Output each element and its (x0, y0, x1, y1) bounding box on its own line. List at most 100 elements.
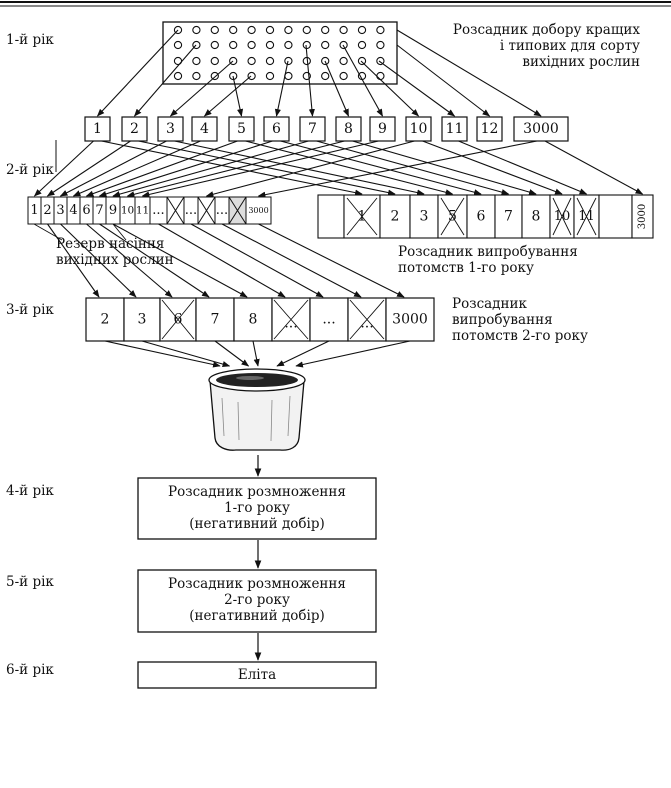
row1-box (513, 116, 569, 142)
reserve-cell-label: 4 (69, 203, 77, 218)
reserve-cell-label: ... (216, 203, 228, 218)
row1-box-label: 1 (93, 121, 102, 137)
reserve-cell-label: 10 (121, 205, 134, 217)
plant-dot (173, 71, 183, 81)
plant-dot (192, 25, 201, 35)
row1-box (405, 116, 432, 142)
arrow-row1-to-trial1 (352, 140, 537, 196)
trial1-caption: Розсадник випробування потомств 1-го рок… (398, 244, 638, 276)
mult1-text: Розсадник розмноження 1-го року (негатив… (138, 484, 376, 532)
trial1-cross-mark (440, 197, 465, 236)
year-4-label: 4-й рік (6, 483, 54, 499)
trial2-cell (123, 297, 161, 342)
plant-dot (321, 71, 330, 81)
trial2-cross-mark (161, 299, 195, 340)
trial1-cell-label: 5 (448, 209, 457, 225)
plant-dot (247, 25, 256, 35)
arrow-plant-to-box (305, 44, 315, 117)
trial2-cell-label: ... (360, 316, 373, 332)
reserve-cross-mark (228, 196, 247, 225)
arrow-plant-to-box (396, 29, 542, 117)
trial2-cell-label: 3 (138, 312, 147, 328)
row1-box (441, 116, 468, 142)
reserve-caption-line-2: вихідних рослин (56, 252, 174, 268)
row1-box-label: 8 (344, 121, 353, 137)
arrow-row1-to-reserve (85, 140, 238, 197)
reserve-cell-label: 3000 (248, 206, 268, 215)
row1-box-label: 3 (166, 121, 175, 137)
mult2-box (137, 569, 377, 633)
arrow-row1-to-reserve (141, 140, 379, 198)
arrow-row1-to-trial1 (101, 140, 363, 196)
plant-dot (376, 40, 385, 50)
arrow-row1-to-reserve (257, 140, 538, 198)
nursery1-caption: Розсадник добору кращих і типових для со… (400, 22, 640, 70)
arrows-grid-to-row1 (96, 29, 542, 117)
mult2-text: Розсадник розмноження 2-го року (негатив… (138, 576, 376, 624)
plant-dot (284, 40, 293, 50)
arrow-reserve-to-trial2 (258, 223, 405, 298)
arrow-row1-to-trial1 (174, 140, 425, 196)
arrow-plant-to-box (169, 60, 234, 117)
row1-box (335, 116, 362, 142)
nursery1-line-3: вихідних рослин (522, 54, 640, 70)
trial2-cell-label: ... (284, 316, 297, 332)
arrow-row1-to-trial1 (138, 140, 396, 196)
plant-dot (173, 40, 183, 50)
arrow-trial2-to-bag (104, 340, 221, 368)
plant-dot (265, 71, 275, 81)
trial2-cross-mark (349, 299, 385, 340)
trial1-cross-mark (552, 197, 572, 236)
arrow-trial2-to-bag (141, 340, 231, 368)
row1-box-label: 9 (378, 121, 387, 137)
row1-box-label: 7 (308, 121, 317, 137)
arrow-reserve-to-trial2 (190, 223, 324, 298)
plant-dot (192, 56, 201, 66)
arrow-row1-to-trial1 (280, 140, 482, 196)
plant-dot (321, 25, 330, 35)
mult2-line-2: 2-го року (224, 592, 290, 608)
arrow-row1-to-trial1 (458, 140, 588, 195)
plant-dot (229, 40, 238, 50)
plant-dot (265, 25, 275, 35)
plant-grid-frame (162, 21, 398, 85)
plant-dot (192, 71, 201, 81)
row1-box (299, 116, 326, 142)
trial1-cell-label: 3000 (637, 204, 648, 229)
arrow-row1-to-reserve (98, 140, 273, 197)
arrows-to-trial2 (47, 223, 405, 298)
arrow-plant-to-box (274, 60, 289, 117)
plant-dot (265, 40, 275, 50)
plant-dot (210, 25, 219, 35)
reserve-cell-label: 11 (136, 205, 149, 217)
trial1-cell-label: 7 (504, 209, 513, 225)
plant-dot (357, 40, 367, 50)
row1-box (121, 116, 148, 142)
arrow-reserve-to-trial2 (112, 223, 248, 298)
nursery1-line-1: Розсадник добору кращих (452, 22, 640, 38)
arrow-reserve-to-trial2 (47, 223, 100, 298)
year-2-label: 2-й рік (6, 162, 54, 178)
arrow-row1-to-trial1 (422, 140, 563, 195)
arrow-row1-to-trial1 (544, 140, 644, 195)
trial1-cell (521, 194, 551, 239)
plant-dot (247, 56, 256, 66)
trial2-cell-label: 7 (211, 312, 220, 328)
arrow-row1-to-trial1 (316, 140, 510, 196)
trial1-cross-mark (576, 197, 597, 236)
arrow-trial2-to-bag (276, 340, 330, 367)
reserve-cell (245, 196, 272, 225)
arrow-reserve-to-trial2 (86, 223, 173, 298)
arrow-trial2-to-bag (295, 340, 411, 368)
trial2-cell-label: 2 (101, 312, 110, 328)
plant-dot (284, 25, 293, 35)
reserve-cell-label: 1 (30, 203, 38, 218)
arrow-plant-to-box (342, 44, 383, 117)
trial2-cell-label: 8 (249, 312, 258, 328)
row1-box-label: 11 (446, 121, 464, 137)
trial2-caption-line-2: випробування (452, 312, 553, 328)
reserve-cell-label: ... (185, 203, 197, 218)
